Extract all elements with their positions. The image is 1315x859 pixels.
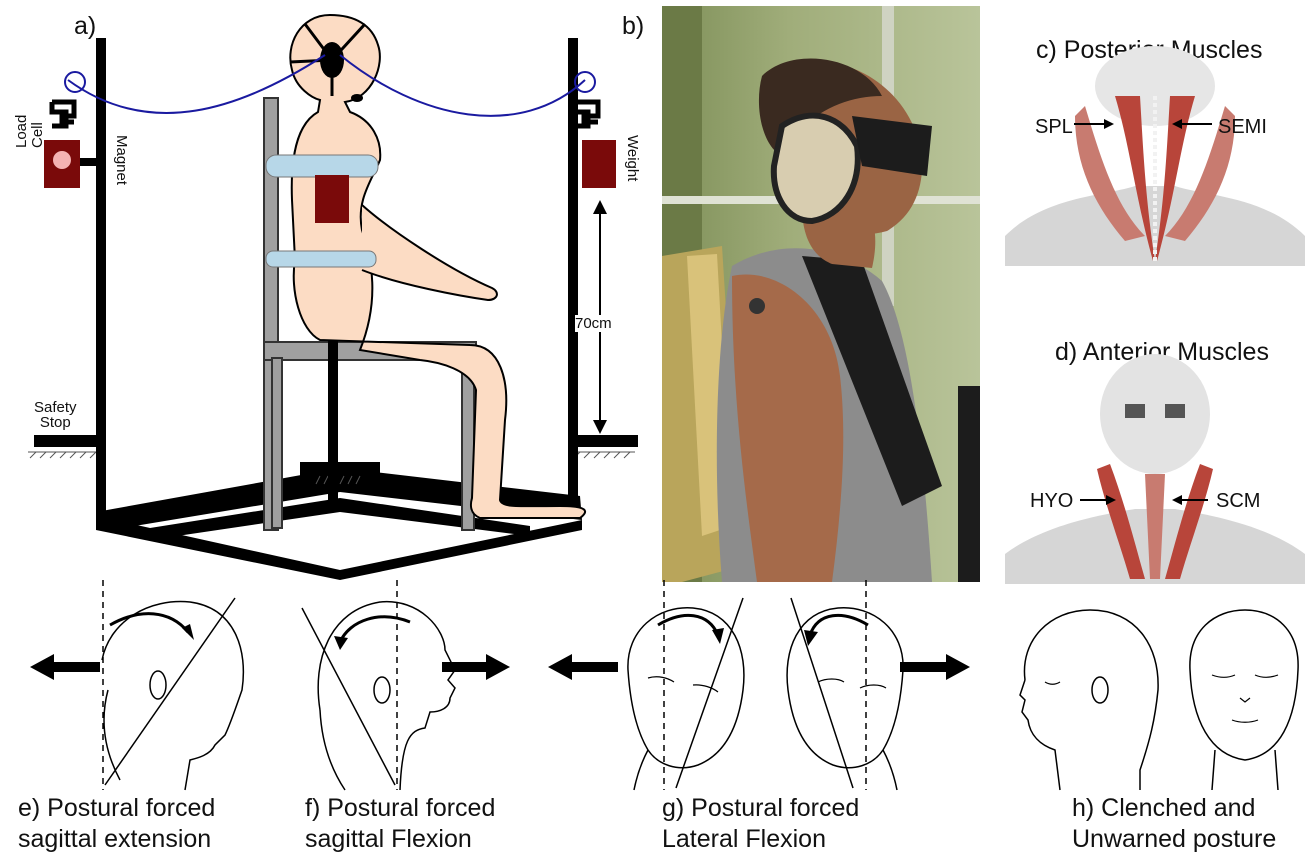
weight-label: Weight	[624, 135, 641, 181]
magnet-bracket	[80, 158, 98, 166]
safety-stop-left	[34, 435, 104, 447]
caption-f-line2: sagittal Flexion	[305, 824, 495, 855]
caption-f-line1: f) Postural forced	[305, 793, 495, 824]
neutral-heads-drawing	[1000, 580, 1300, 800]
pulley-left	[65, 72, 85, 92]
scm-arrow	[1172, 494, 1208, 506]
arrow-left	[30, 654, 100, 680]
load-cell-icon	[52, 102, 74, 126]
load-cell-dial	[53, 151, 71, 169]
left-post	[96, 38, 106, 530]
caption-f: f) Postural forced sagittal Flexion	[305, 793, 495, 855]
hyo-label: HYO	[1030, 490, 1073, 513]
base-frame	[96, 462, 582, 580]
caption-e-line1: e) Postural forced	[18, 793, 215, 824]
extension-head-drawing	[30, 580, 290, 800]
caption-h-line1: h) Clenched and	[1072, 793, 1276, 824]
load-cell-label-line1: Load	[13, 115, 30, 148]
spl-label: SPL	[1035, 116, 1073, 139]
weight-block	[582, 140, 616, 188]
caption-h: h) Clenched and Unwarned posture	[1072, 793, 1276, 855]
caption-h-line2: Unwarned posture	[1072, 824, 1276, 855]
load-cell-label: Load Cell	[14, 115, 46, 148]
panel-b-letter: b)	[622, 12, 644, 41]
caption-g-line2: Lateral Flexion	[662, 824, 859, 855]
ground-hatch-right	[572, 452, 635, 458]
caption-e: e) Postural forced sagittal extension	[18, 793, 215, 855]
safety-stop-label: Safety Stop	[34, 400, 77, 430]
hyo-arrow	[1080, 494, 1116, 506]
magnet-label: Magnet	[113, 135, 130, 185]
apparatus-diagram	[0, 0, 650, 575]
arrow-left	[548, 654, 618, 680]
semi-arrow	[1172, 118, 1212, 130]
distance-label: 70cm	[575, 315, 612, 332]
safety-stop-right	[570, 435, 638, 447]
head-magnet	[320, 42, 344, 78]
safety-stop-label-line2: Stop	[40, 414, 71, 431]
arrow-right	[442, 654, 510, 680]
caption-g-line1: g) Postural forced	[662, 793, 859, 824]
caption-g: g) Postural forced Lateral Flexion	[662, 793, 859, 855]
load-cell-label-line2: Cell	[29, 122, 46, 148]
anterior-muscle-illustration	[1005, 374, 1305, 584]
semi-label: SEMI	[1218, 116, 1267, 139]
lateral-flexion-drawing	[548, 580, 978, 800]
waist-strap	[266, 251, 376, 267]
scm-label: SCM	[1216, 490, 1260, 513]
caption-e-line2: sagittal extension	[18, 824, 215, 855]
chest-strap	[266, 155, 378, 177]
arrow-right	[900, 654, 970, 680]
subject-photo-drawing	[662, 6, 980, 582]
chest-weight-block	[315, 175, 349, 223]
spl-arrow	[1074, 118, 1114, 130]
mouth-marker	[351, 94, 363, 102]
posterior-muscle-illustration	[1005, 66, 1305, 266]
ground-hatch-left	[28, 452, 98, 458]
flexion-head-drawing	[290, 580, 530, 800]
subject-photo	[662, 6, 980, 582]
